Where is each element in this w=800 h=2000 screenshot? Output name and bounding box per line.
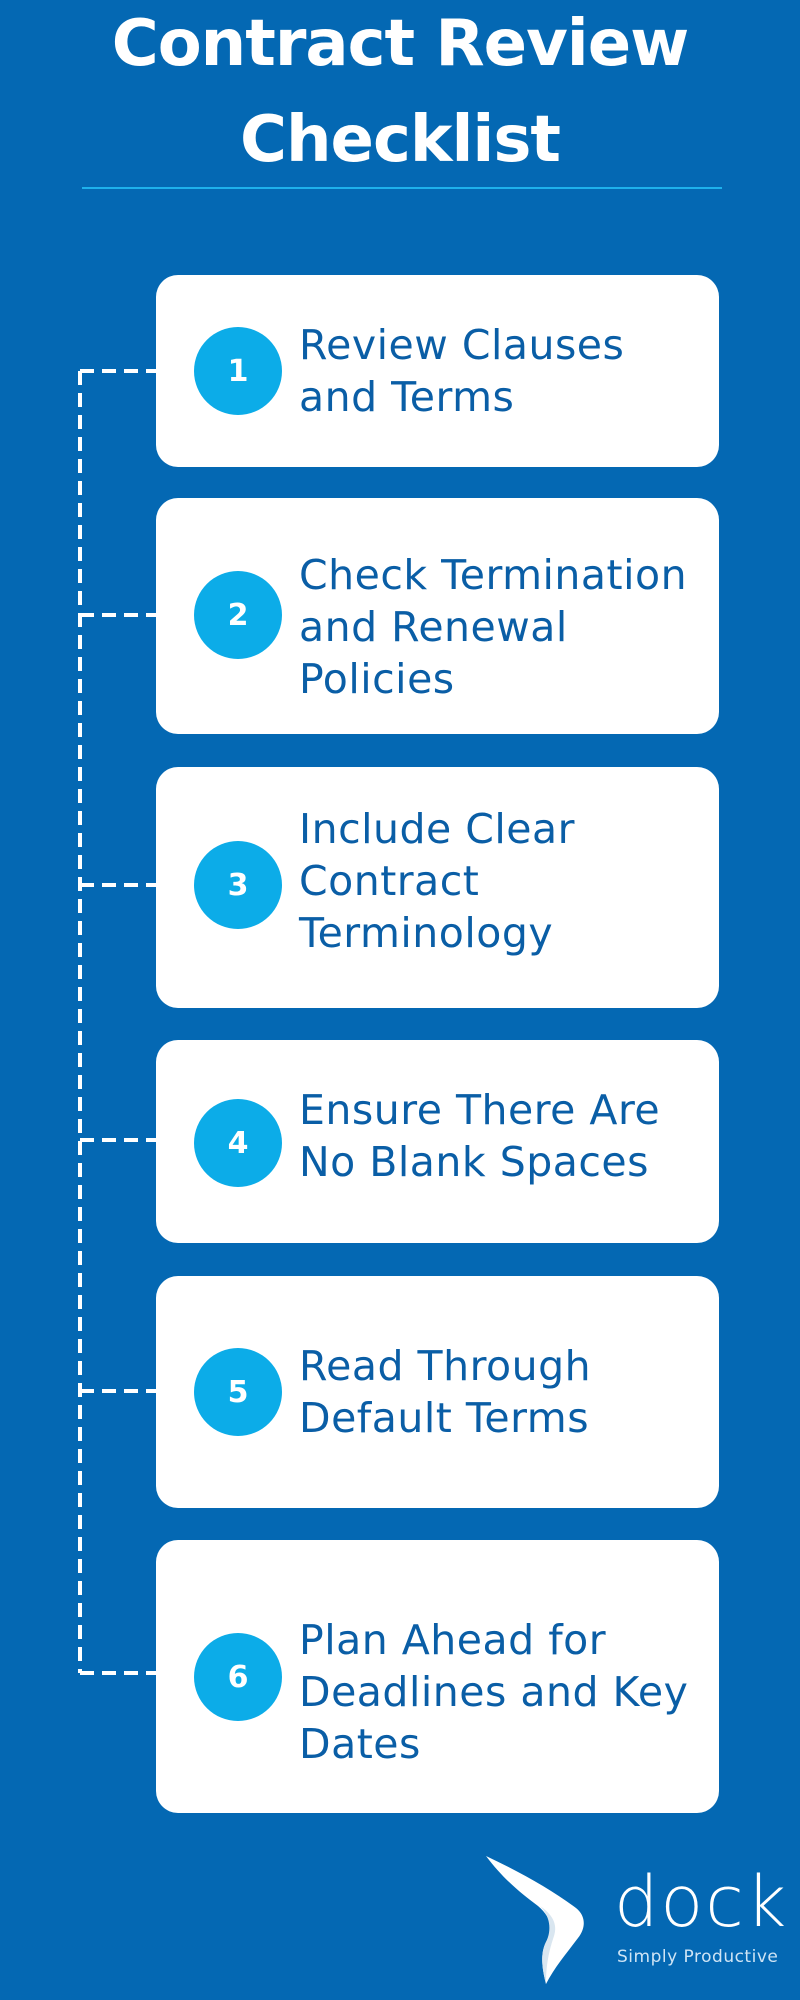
brand-name: dock xyxy=(614,1861,789,1943)
step-number-badge: 1 xyxy=(194,327,282,415)
title-divider xyxy=(82,187,722,189)
checklist-card-5: 5 Read Through Default Terms xyxy=(156,1276,719,1508)
page-title-line-2: Checklist xyxy=(240,103,561,177)
page-title-line-1: Contract Review xyxy=(111,7,690,81)
checklist-card-4: 4 Ensure There Are No Blank Spaces xyxy=(156,1040,719,1243)
step-text: Check Termination and Renewal Policies xyxy=(299,551,688,703)
step-number-badge: 6 xyxy=(194,1633,282,1721)
step-text: Read Through Default Terms xyxy=(299,1342,592,1442)
step-number-badge: 5 xyxy=(194,1348,282,1436)
checklist-card-3: 3 Include Clear Contract Terminology xyxy=(156,767,719,1008)
step-text: Include Clear Contract Terminology xyxy=(299,805,576,957)
step-number-badge: 4 xyxy=(194,1099,282,1187)
brand-tagline: Simply Productive xyxy=(617,1947,779,1967)
checklist-card-1: 1 Review Clauses and Terms xyxy=(156,275,719,467)
step-number-badge: 3 xyxy=(194,841,282,929)
step-text: Plan Ahead for Deadlines and Key Dates xyxy=(299,1616,689,1768)
step-text: Ensure There Are No Blank Spaces xyxy=(299,1086,661,1186)
step-number-badge: 2 xyxy=(194,571,282,659)
checklist-card-6: 6 Plan Ahead for Deadlines and Key Dates xyxy=(156,1540,719,1813)
dock-logo-icon xyxy=(486,1856,584,1984)
step-text: Review Clauses and Terms xyxy=(299,321,625,421)
checklist-card-2: 2 Check Termination and Renewal Policies xyxy=(156,498,719,734)
